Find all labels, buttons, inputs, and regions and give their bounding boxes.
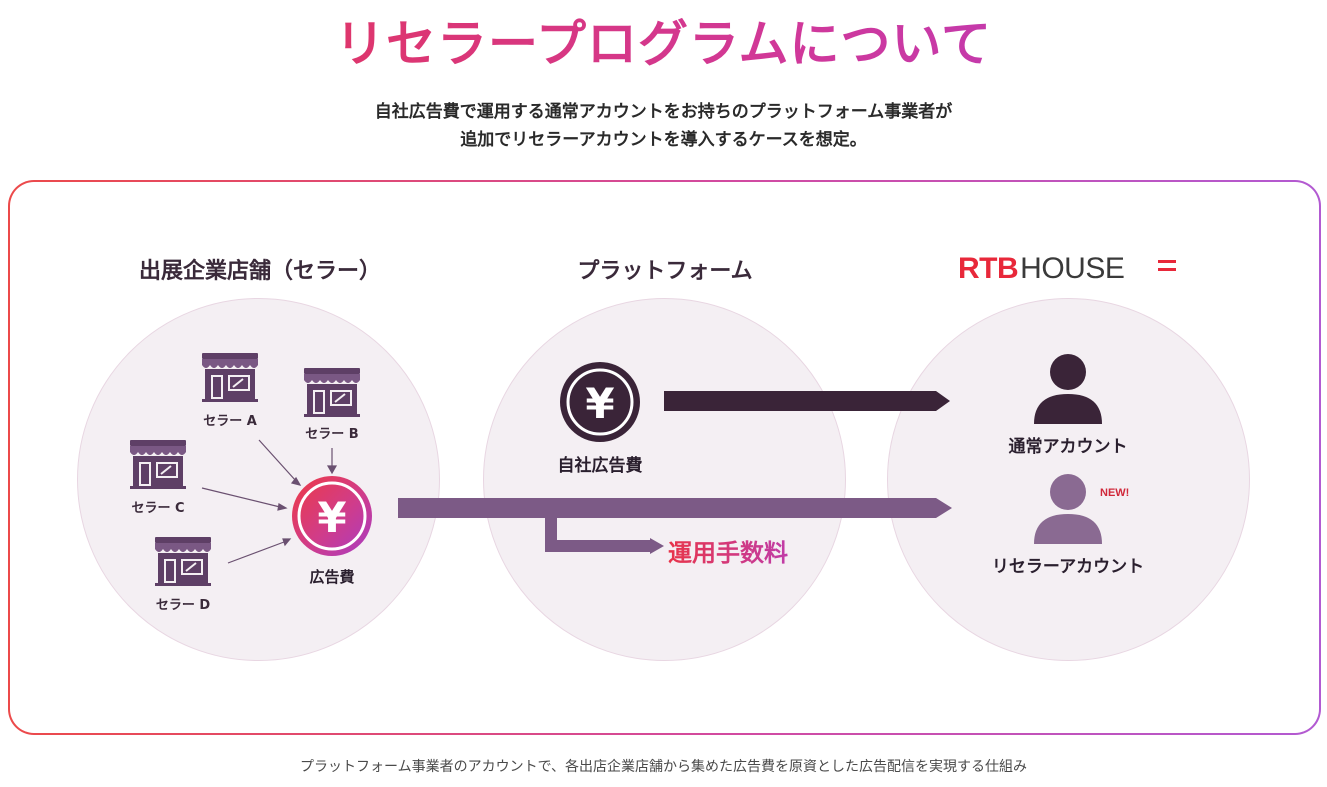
yen-coin-icon-ad-cost: ¥ xyxy=(292,476,372,556)
platform-column-heading: プラットフォーム xyxy=(577,259,753,284)
person-icon-reseller xyxy=(1034,474,1102,544)
fee-label: 運用手数料 xyxy=(668,533,788,568)
store-icon-a xyxy=(201,352,259,403)
seller-b-label: セラー B xyxy=(305,427,359,442)
page-title: リセラープログラムについて xyxy=(0,4,1327,76)
ad-cost-label: 広告費 xyxy=(309,568,355,586)
logo-rtb-text: RTB xyxy=(958,252,1019,285)
arrow-ad-to-reseller xyxy=(398,498,952,518)
arrow-own-to-normal xyxy=(664,391,950,411)
normal-account-label: 通常アカウント xyxy=(1008,437,1128,457)
arrow-d xyxy=(227,541,285,564)
store-icon-b xyxy=(303,367,361,418)
own-ad-cost-label: 自社広告費 xyxy=(557,456,643,476)
new-badge: NEW! xyxy=(1100,487,1130,499)
fee-arrow-head xyxy=(650,538,664,554)
reseller-account-label: リセラーアカウント xyxy=(991,557,1145,577)
fee-branch-line xyxy=(545,516,652,552)
seller-d-label: セラー D xyxy=(155,598,211,613)
svg-text:¥: ¥ xyxy=(585,379,614,428)
logo-house-text: HOUSE xyxy=(1020,252,1125,285)
subtitle-line-2: 追加でリセラーアカウントを導入するケースを想定。 xyxy=(460,130,867,150)
arrow-a xyxy=(258,439,297,482)
rtb-house-logo: RTBHOUSE xyxy=(958,252,1125,286)
seller-c-label: セラー C xyxy=(131,501,185,516)
platform-circle xyxy=(483,298,846,661)
person-icon-normal xyxy=(1034,354,1102,424)
svg-text:¥: ¥ xyxy=(317,493,346,542)
subtitle-line-1: 自社広告費で運用する通常アカウントをお持ちのプラットフォーム事業者が xyxy=(374,102,953,122)
logo-mark-icon xyxy=(1158,260,1176,272)
bottom-caption: プラットフォーム事業者のアカウントで、各出店企業店舗から集めた広告費を原資とした… xyxy=(299,759,1028,775)
seller-a-label: セラー A xyxy=(203,414,257,429)
store-icon-d xyxy=(154,536,212,587)
seller-column-heading: 出展企業店舗（セラー） xyxy=(138,259,381,284)
store-icon-c xyxy=(129,439,187,490)
arrow-c xyxy=(201,487,281,508)
yen-coin-icon-own: ¥ xyxy=(560,362,640,442)
